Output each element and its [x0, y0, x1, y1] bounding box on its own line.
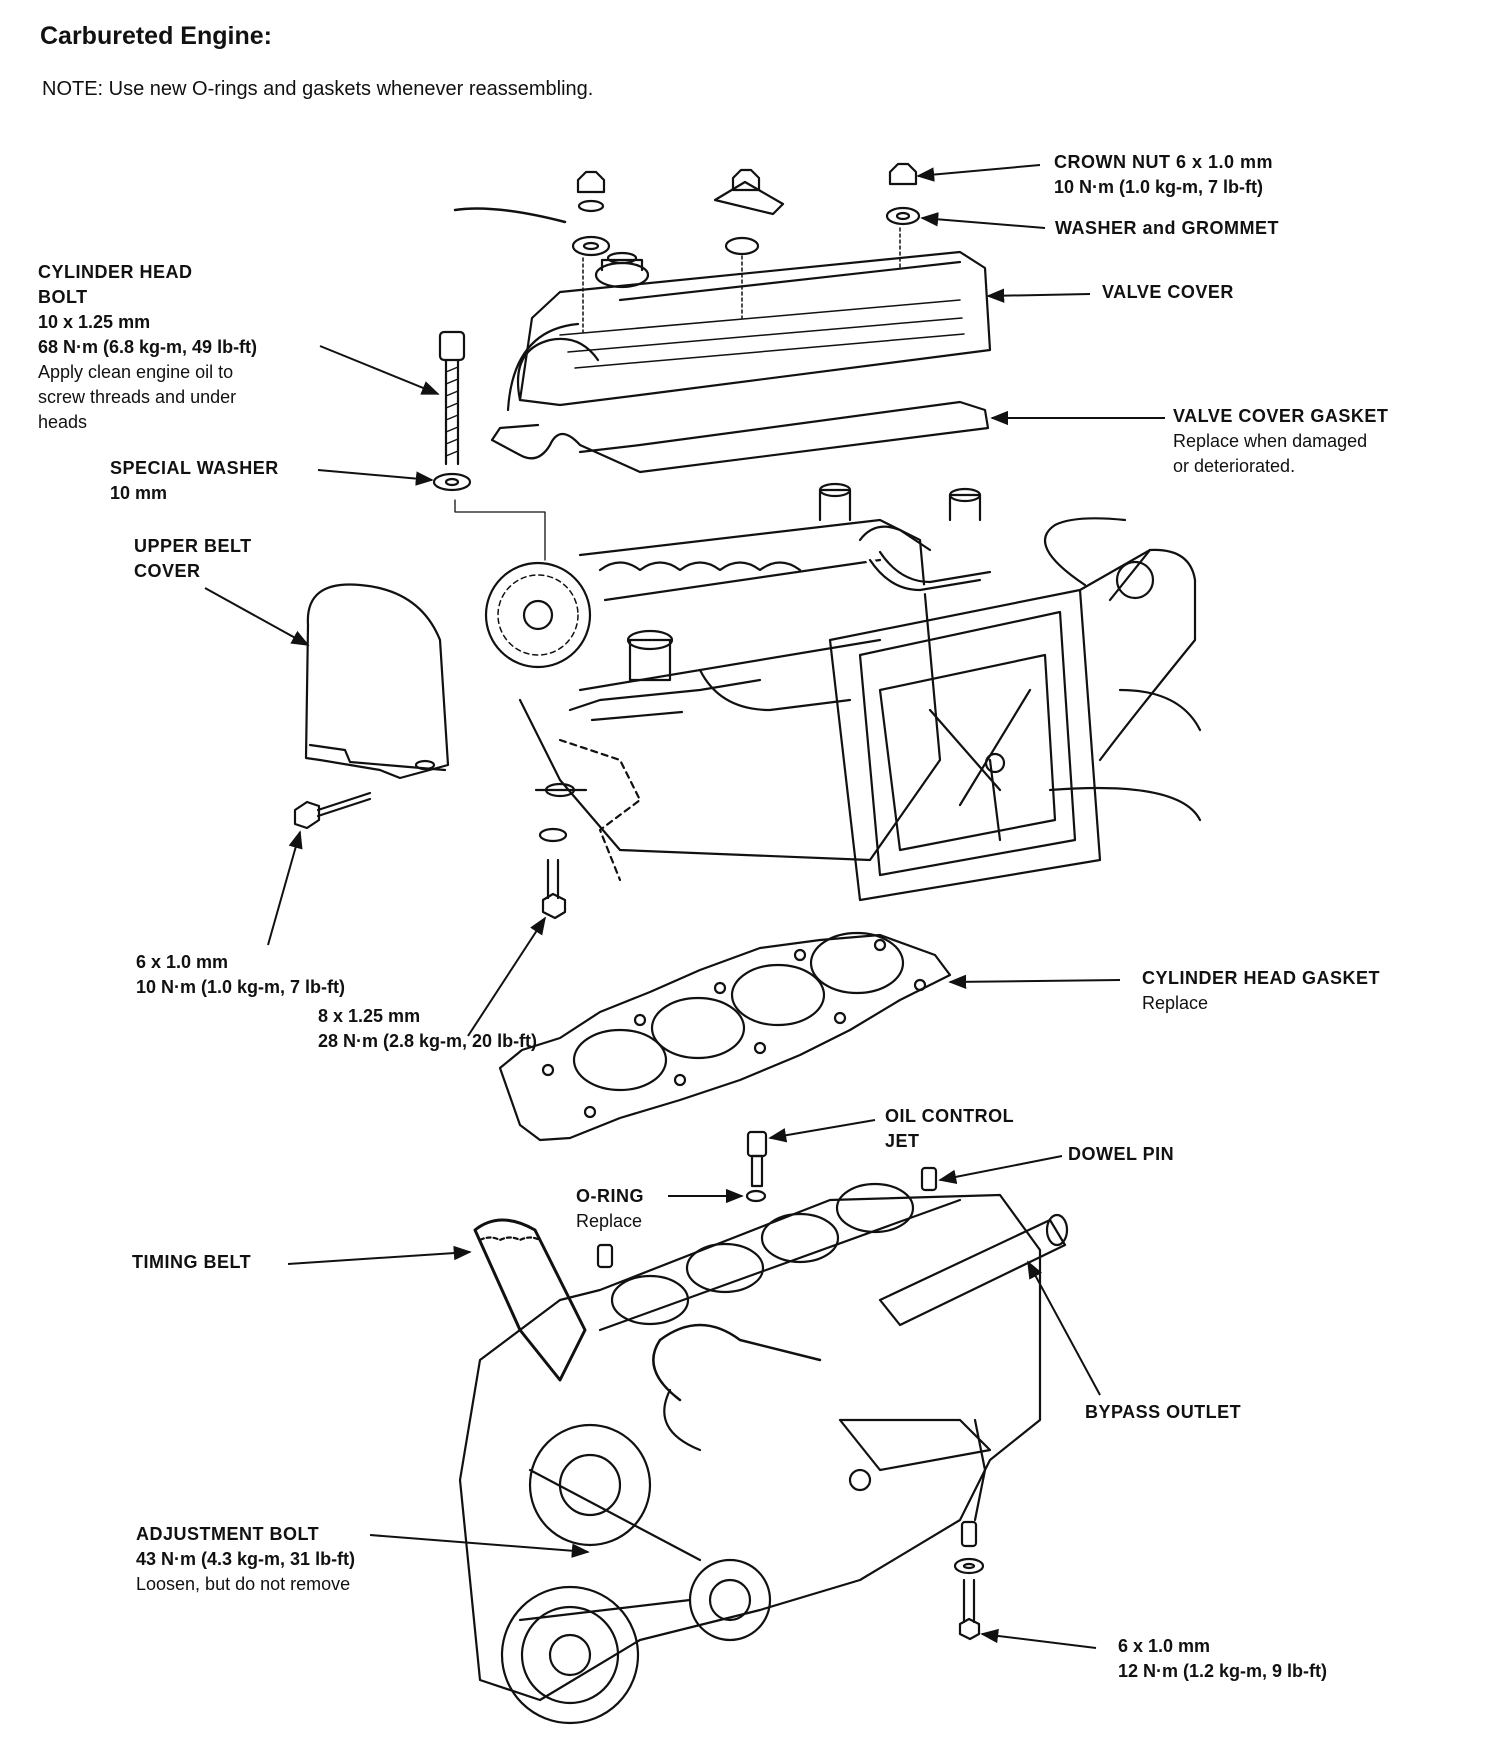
- label-bypass-outlet: BYPASS OUTLET: [1085, 1400, 1241, 1425]
- cylinder-head-gasket-line1: Replace: [1142, 993, 1209, 1013]
- bypass-outlet-title: BYPASS OUTLET: [1085, 1402, 1242, 1422]
- bolt-6x1-size: 6 x 1.0 mm: [136, 952, 229, 972]
- leader-oil-control-jet: [768, 1119, 876, 1143]
- label-crown-nut: CROWN NUT 6 x 1.0 mm 10 N·m (1.0 kg-m, 7…: [1054, 150, 1273, 200]
- leader-upper-belt-cover: [204, 587, 310, 646]
- label-special-washer: SPECIAL WASHER 10 mm: [110, 456, 279, 506]
- special-washer-title: SPECIAL WASHER: [110, 458, 279, 478]
- bolt-8x125: [538, 827, 568, 920]
- valve-cover-gasket-line1: Replace when damaged: [1173, 431, 1368, 451]
- breather-hose: [453, 207, 567, 224]
- dowel-pin-title: DOWEL PIN: [1068, 1144, 1175, 1164]
- label-dowel-pin: DOWEL PIN: [1068, 1142, 1174, 1167]
- crown-nut-right: [885, 162, 921, 271]
- oil-control-jet-title1: OIL CONTROL: [885, 1106, 1015, 1126]
- leader-bypass-outlet: [1027, 1260, 1101, 1396]
- upper-belt-cover: [304, 583, 450, 780]
- cylinder-head-assembly: [484, 482, 1202, 902]
- o-ring: [745, 1189, 767, 1203]
- label-valve-cover: VALVE COVER: [1102, 280, 1234, 305]
- leader-crown-nut: [916, 164, 1041, 182]
- engine-block: [458, 1182, 1069, 1725]
- upper-belt-cover-title1: UPPER BELT: [134, 536, 252, 556]
- oil-control-jet-title2: JET: [885, 1131, 920, 1151]
- valve-cover-gasket: [490, 400, 990, 474]
- bolt-8x125-size: 8 x 1.25 mm: [318, 1006, 421, 1026]
- reassembly-note: NOTE: Use new O-rings and gaskets whenev…: [42, 78, 594, 100]
- crown-nut-middle: [713, 168, 785, 319]
- bolt-6x1-upper: [293, 791, 372, 830]
- leader-timing-belt: [287, 1245, 472, 1265]
- leader-bolt-8x125: [467, 916, 546, 1037]
- cylinder-head-gasket-title: CYLINDER HEAD GASKET: [1142, 968, 1381, 988]
- label-timing-belt: TIMING BELT: [132, 1250, 251, 1275]
- upper-belt-cover-title2: COVER: [134, 561, 201, 581]
- label-cylinder-head-gasket: CYLINDER HEAD GASKET Replace: [1142, 966, 1380, 1016]
- o-ring-line1: Replace: [576, 1211, 643, 1231]
- valve-cover-title: VALVE COVER: [1102, 282, 1234, 302]
- leader-special-washer: [317, 469, 434, 486]
- leader-bolt-6x1-lower: [980, 1628, 1097, 1649]
- special-washer-size: 10 mm: [110, 483, 168, 503]
- valve-cover: [506, 250, 992, 412]
- valve-cover-gasket-title: VALVE COVER GASKET: [1173, 406, 1389, 426]
- timing-belt-title: TIMING BELT: [132, 1252, 252, 1272]
- label-o-ring: O-RING Replace: [576, 1184, 644, 1234]
- bolt-6x1-torque: 10 N·m (1.0 kg-m, 7 lb-ft): [136, 977, 346, 997]
- oil-control-jet: [746, 1130, 768, 1188]
- label-adjustment-bolt: ADJUSTMENT BOLT 43 N·m (4.3 kg-m, 31 lb-…: [136, 1522, 355, 1597]
- lower-bolt-washer: [953, 1520, 985, 1641]
- adjustment-bolt-line1: Loosen, but do not remove: [136, 1574, 351, 1594]
- cylinder-head-bolt-line2: screw threads and under: [38, 387, 237, 407]
- washer-grommet-title: WASHER and GROMMET: [1055, 218, 1279, 238]
- o-ring-title: O-RING: [576, 1186, 644, 1206]
- cylinder-head-bolt-torque: 68 N·m (6.8 kg-m, 49 lb-ft): [38, 337, 258, 357]
- bolt-8x125-torque: 28 N·m (2.8 kg-m, 20 lb-ft): [318, 1031, 538, 1051]
- cylinder-head-gasket: [498, 931, 952, 1142]
- label-bolt-6x1: 6 x 1.0 mm 10 N·m (1.0 kg-m, 7 lb-ft): [136, 950, 345, 1000]
- adjustment-bolt-title: ADJUSTMENT BOLT: [136, 1524, 320, 1544]
- label-upper-belt-cover: UPPER BELT COVER: [134, 534, 252, 584]
- label-valve-cover-gasket: VALVE COVER GASKET Replace when damaged …: [1173, 404, 1388, 479]
- dowel-pin: [596, 1166, 938, 1269]
- adjustment-bolt-torque: 43 N·m (4.3 kg-m, 31 lb-ft): [136, 1549, 356, 1569]
- bolt-6x1-lower-size: 6 x 1.0 mm: [1118, 1636, 1211, 1656]
- label-bolt-8x125: 8 x 1.25 mm 28 N·m (2.8 kg-m, 20 lb-ft): [318, 1004, 537, 1054]
- crown-nut-left: [571, 170, 611, 333]
- label-washer-grommet: WASHER and GROMMET: [1055, 216, 1279, 241]
- cylinder-head-bolt-size: 10 x 1.25 mm: [38, 312, 151, 332]
- leader-cylinder-head-gasket: [948, 974, 1121, 990]
- leader-adjustment-bolt: [369, 1534, 590, 1558]
- leader-bolt-6x1: [267, 830, 303, 946]
- label-cylinder-head-bolt: CYLINDER HEAD BOLT 10 x 1.25 mm 68 N·m (…: [38, 260, 257, 435]
- cylinder-head-bolt-title1: CYLINDER HEAD: [38, 262, 193, 282]
- bolt-6x1-lower-torque: 12 N·m (1.2 kg-m, 9 lb-ft): [1118, 1661, 1328, 1681]
- leader-cylinder-head-bolt: [319, 345, 440, 395]
- cylinder-head-bolt-title2: BOLT: [38, 287, 88, 307]
- valve-cover-gasket-line2: or deteriorated.: [1173, 456, 1296, 476]
- leader-dowel-pin: [938, 1155, 1063, 1184]
- crown-nut-title: CROWN NUT 6 x 1.0 mm: [1054, 152, 1274, 172]
- leader-valve-cover: [986, 288, 1091, 303]
- page-heading: Carbureted Engine:: [40, 22, 272, 50]
- crown-nut-spec: 10 N·m (1.0 kg-m, 7 lb-ft): [1054, 177, 1264, 197]
- leader-washer-grommet: [920, 212, 1046, 229]
- label-oil-control-jet: OIL CONTROL JET: [885, 1104, 1014, 1154]
- cylinder-head-bolt-line1: Apply clean engine oil to: [38, 362, 234, 382]
- cylinder-head-bolt: [432, 330, 546, 561]
- label-bolt-6x1-lower: 6 x 1.0 mm 12 N·m (1.2 kg-m, 9 lb-ft): [1118, 1634, 1327, 1684]
- cylinder-head-bolt-line3: heads: [38, 412, 88, 432]
